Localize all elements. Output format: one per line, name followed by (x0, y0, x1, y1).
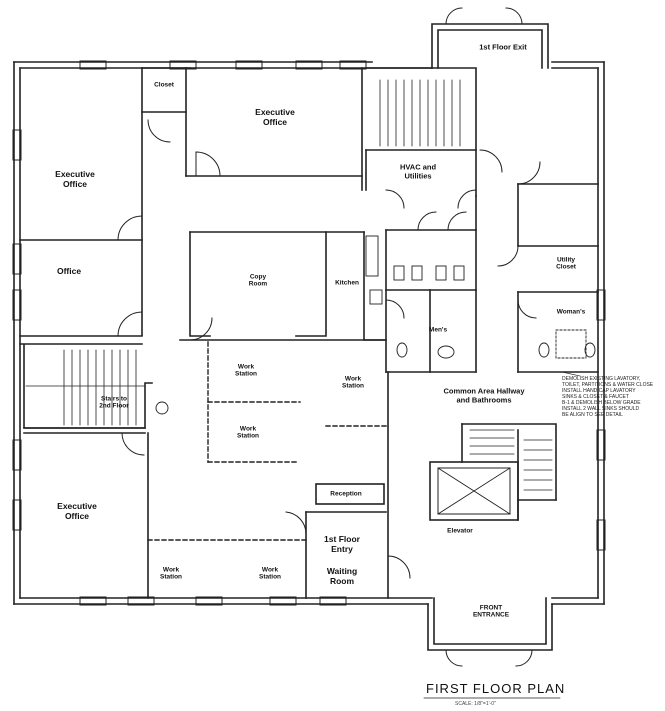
plumbing-fixtures (155, 235, 596, 415)
windows (12, 60, 606, 606)
room-label-work-station-5: Work Station (258, 566, 282, 581)
room-label-utility-closet: Utility Closet (556, 256, 576, 271)
room-label-mens: Men's (428, 326, 448, 334)
room-label-reception: Reception (330, 490, 362, 498)
room-label-work-station-3: Work Station (236, 425, 260, 440)
exterior-walls (13, 23, 605, 651)
room-label-work-station-1: Work Station (234, 363, 258, 378)
room-label-elevator: Elevator (447, 527, 473, 535)
room-label-executive-office-left: Executive Office (55, 169, 95, 189)
door-swings (117, 7, 541, 667)
room-label-work-station-4: Work Station (159, 566, 183, 581)
room-label-exit: 1st Floor Exit (479, 42, 527, 52)
room-label-stairs: Stairs to 2nd Floor (99, 395, 129, 410)
room-label-hvac: HVAC and Utilities (399, 162, 437, 180)
room-label-kitchen: Kitchen (335, 279, 359, 287)
room-label-copy-room: Copy Room (248, 273, 268, 288)
drawing-scale: SCALE: 1/8"=1'-0" (455, 701, 496, 707)
room-label-womens: Woman's (556, 308, 586, 316)
room-label-executive-office-top: Executive Office (255, 107, 295, 127)
stair-treads (25, 79, 553, 491)
drawing-title: FIRST FLOOR PLAN (426, 681, 566, 696)
room-label-front-entrance: FRONT ENTRANCE (472, 604, 510, 619)
room-label-entry: 1st Floor Entry (324, 534, 360, 554)
room-label-work-station-2: Work Station (341, 375, 365, 390)
room-label-waiting-room: Waiting Room (326, 566, 358, 586)
room-label-executive-office-bottom: Executive Office (57, 501, 97, 521)
plumbing-note: DEMOLISH EXISTING LAVATORY, TOILET, PART… (562, 376, 654, 418)
room-label-office: Office (56, 266, 82, 277)
room-label-closet: Closet (154, 81, 174, 89)
room-label-common-area: Common Area Hallway and Bathrooms (443, 386, 525, 404)
interior-walls (19, 67, 599, 599)
